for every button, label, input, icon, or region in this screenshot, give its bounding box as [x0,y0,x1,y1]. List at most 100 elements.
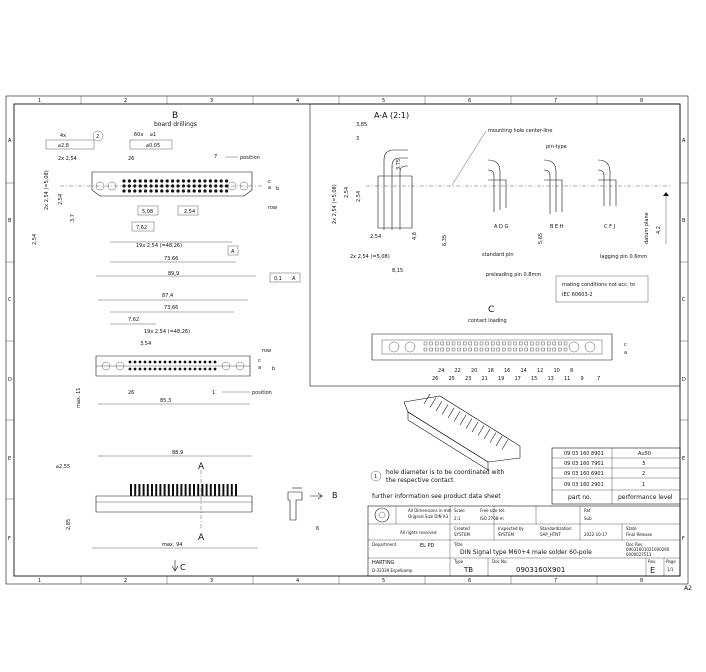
contact-number-upper: 24 [438,368,444,374]
drill-hole [138,184,142,188]
contact-number: 19 [498,376,504,382]
dim-3: 3 [356,136,359,142]
dim-508: 5,08 [142,209,153,215]
zone-top-6: 6 [468,98,471,104]
solder-pin [218,484,221,496]
section-a-bottom: A [198,533,205,543]
solder-pin [201,484,204,496]
contact-cell [496,341,500,346]
drill-hole [149,189,153,193]
row-c-contact: c [624,342,627,348]
col-part: part no. [568,494,592,501]
balloon-1-icon [370,470,382,482]
solder-pin [214,484,216,496]
inspected-value: SYSTEM [498,532,514,537]
perf-row-3: 2 [642,471,645,477]
date-value: 2022-10-17 [584,532,608,537]
contact-cell [491,347,495,352]
pin-3d [477,425,485,436]
contact-hole [133,367,137,371]
free-tol-value: ISO 2768-m [480,516,504,521]
drill-hole [144,179,148,183]
dims-note-1: All Dimensions in mm [408,508,452,513]
contact-cell [535,341,540,346]
contact-hole [158,367,162,371]
balloon-2-icon [92,130,104,142]
created-value: SYSTEM [454,532,470,537]
dim-254b-aa: 2,54 [356,191,362,202]
contact-cell [547,341,551,346]
mating-note-box [555,275,649,303]
contact-number-upper: 22 [455,368,461,374]
section-aa: A-A (2:1) 3,85 3 3,75 2x 2,54 (=5,08) 2,… [332,111,670,303]
solder-pin [155,484,158,496]
datum-plane: datum plane [644,212,650,244]
contact-hole [153,360,157,364]
notes: 1 hole diameter is to be coordinated wit… [370,469,505,500]
zone-right-e: E [682,456,685,462]
drill-hole [214,179,218,183]
contact-hole [173,360,177,364]
contact-hole [183,360,187,364]
row-b-f: b [272,366,275,372]
contact-hole [158,360,162,364]
drill-hole [176,179,180,183]
section-title: A-A (2:1) [374,111,409,120]
solder-pin [197,484,200,496]
docno-label: Doc No. [492,559,508,564]
zone-bottom-1: 1 [38,578,41,584]
part-row-4: 09 03 160 2901 [564,482,604,488]
contact-hole [163,367,167,371]
pin-3d [465,418,473,429]
pin-3d [441,404,449,415]
drill-hole [171,189,175,193]
contact-cell [451,347,456,352]
contact-cell [479,341,484,346]
tol-pos-b: ⌀0,05 [146,143,160,149]
contact-number: 23 [465,376,471,382]
title-label: Title [453,542,463,547]
drill-hole [198,189,202,193]
contact-hole [203,367,207,371]
pintype-label: pin-type [546,144,567,150]
contact-hole [138,367,142,371]
contact-cell [507,341,512,346]
dim-385: 3,85 [356,122,367,128]
perf-row-4: 1 [642,482,645,488]
contact-hole [143,360,147,364]
drill-hole [154,179,158,183]
note-1b: the respective contact [386,477,454,484]
contact-cell [513,341,517,346]
balloon-2-label: 2 [96,134,99,140]
dim-1-f: 1 [212,390,215,396]
drill-hole [165,189,169,193]
scale-label: Scale [454,508,465,513]
parts-table: 09 03 160 8901 Au50 09 03 160 7901 3 09 … [551,447,681,505]
contact-cell [513,347,517,352]
position-label-f: position [252,390,272,396]
contact-cell [519,341,523,346]
dim-254-v: 2,54 [58,194,64,205]
pin-3d [447,407,455,419]
solder-pin [230,484,233,496]
zone-right-b: B [682,218,686,224]
state-label: State [626,526,637,531]
pin-group-2: B E H [550,224,564,230]
zone-top-8: 8 [640,98,643,104]
flat-tol: 0,1 [274,276,282,282]
dim-254-aa: 2,54 [344,187,350,198]
dim-375: 3,75 [396,159,402,170]
note-1: hole diameter is to be coordinated with [386,469,505,476]
contact-number: 25 [449,376,455,382]
drill-hole [160,179,164,183]
contact-cell [423,341,428,346]
type-label: Type [453,559,464,564]
contact-number: 15 [531,376,537,382]
drill-hole [144,189,148,193]
zone-right-c: C [682,297,686,303]
contact-hole [128,367,132,371]
contact-hole [203,360,207,364]
dim-7366: 73,66 [164,256,178,262]
drill-hole [181,189,185,193]
drill-hole [208,179,212,183]
